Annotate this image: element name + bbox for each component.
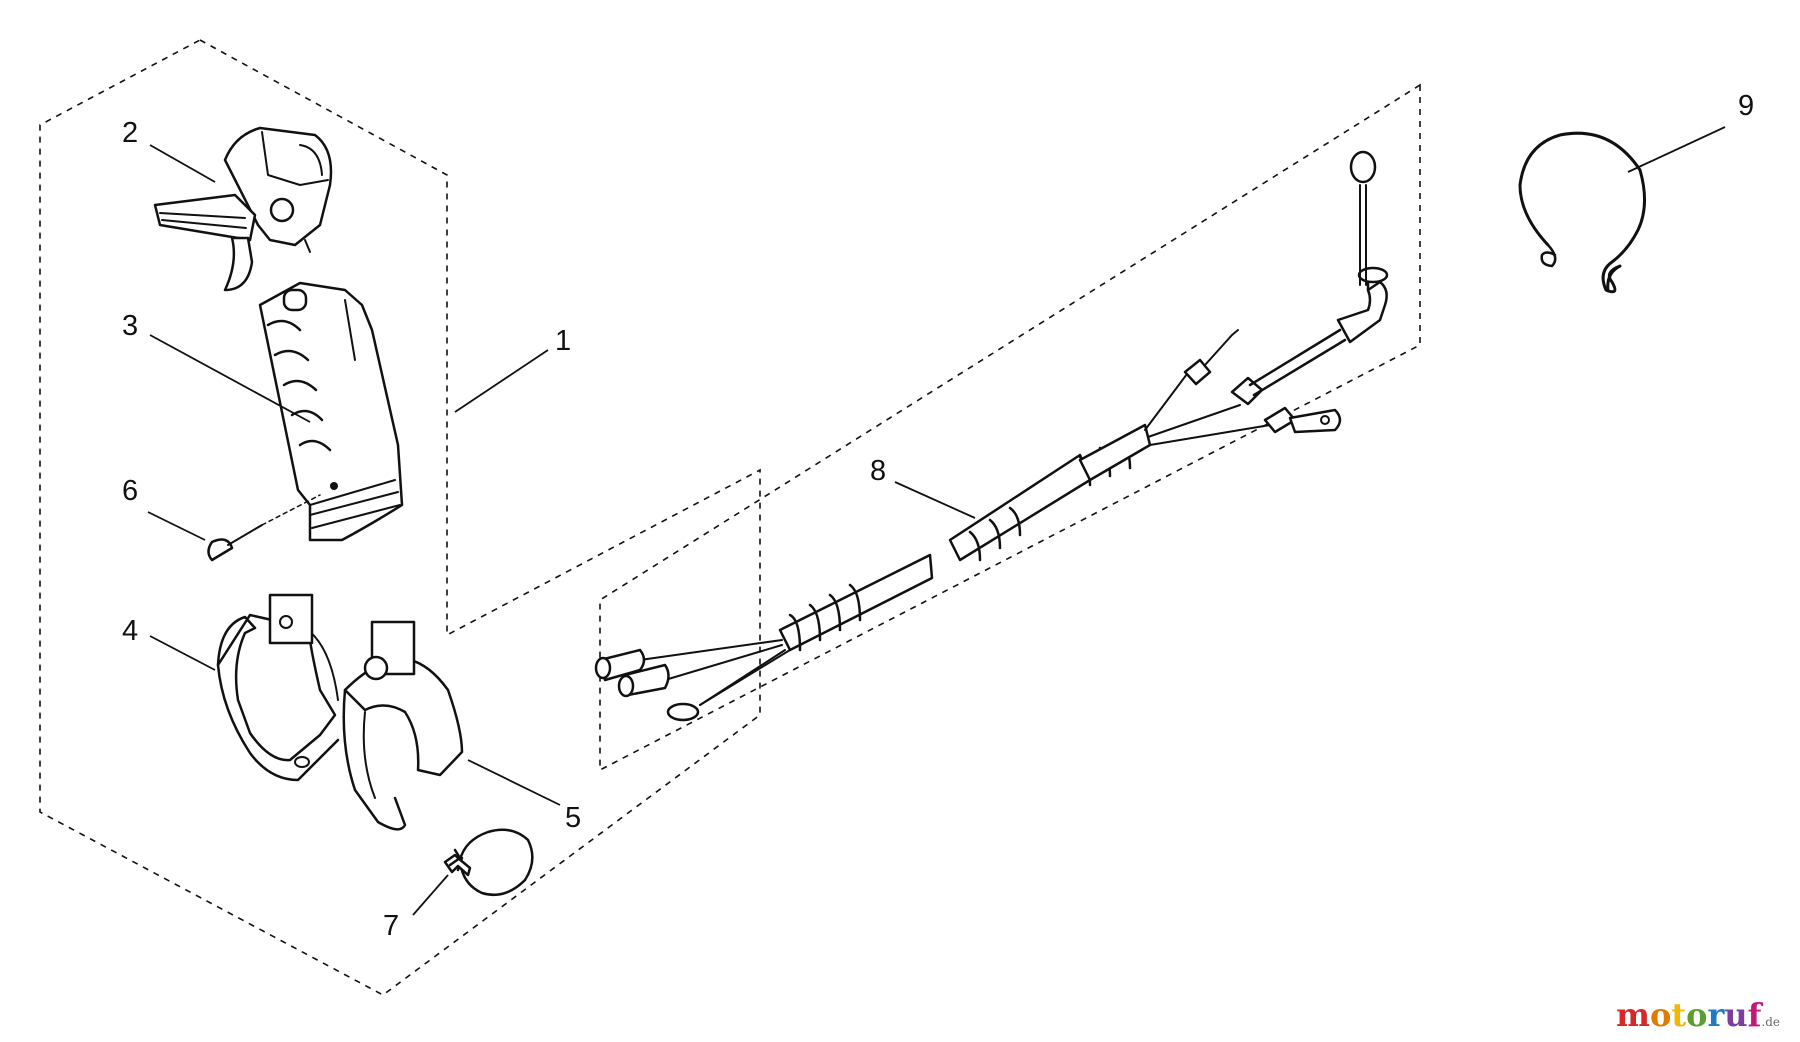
leader-line-9: [1627, 126, 1726, 173]
leader-line-7: [412, 874, 449, 916]
throttle-trigger-part: [153, 126, 333, 292]
callout-3: 3: [122, 310, 138, 342]
callout-2: 2: [122, 117, 138, 149]
watermark-logo: motoruf.de: [1616, 996, 1780, 1034]
callout-6: 6: [122, 475, 138, 507]
watermark-letter: r: [1707, 996, 1725, 1034]
watermark-letter: f: [1747, 996, 1762, 1034]
handle-assembly-dashed-outline: [39, 39, 761, 996]
watermark-letter: m: [1616, 996, 1651, 1034]
callout-8: 8: [870, 455, 886, 487]
clamp-half-part-4: [216, 593, 340, 782]
watermark-letter: t: [1671, 996, 1687, 1034]
leader-line-1: [454, 349, 549, 413]
watermark-suffix: .de: [1761, 1015, 1780, 1029]
leader-line-5: [467, 759, 561, 806]
retaining-clip-part: [1518, 131, 1646, 294]
screw-part-6: [207, 494, 321, 562]
watermark-letter: o: [1686, 996, 1708, 1034]
leader-line-3: [149, 334, 311, 423]
leader-line-4: [149, 635, 216, 671]
handle-grip-part: [258, 281, 404, 542]
wiring-harness-part: [594, 150, 1389, 722]
clamp-half-part-5: [342, 620, 464, 831]
callout-1: 1: [555, 325, 571, 357]
callout-4: 4: [122, 615, 138, 647]
harness-dashed-outline: [599, 83, 1421, 772]
watermark-letter: u: [1724, 996, 1748, 1034]
knob-screw-part-7: [443, 828, 534, 897]
watermark-letter: o: [1650, 996, 1672, 1034]
leader-line-6: [147, 511, 206, 541]
leader-line-8: [894, 481, 976, 519]
callout-7: 7: [383, 910, 399, 942]
leader-line-2: [149, 144, 216, 183]
callout-9: 9: [1738, 90, 1754, 122]
callout-5: 5: [565, 802, 581, 834]
